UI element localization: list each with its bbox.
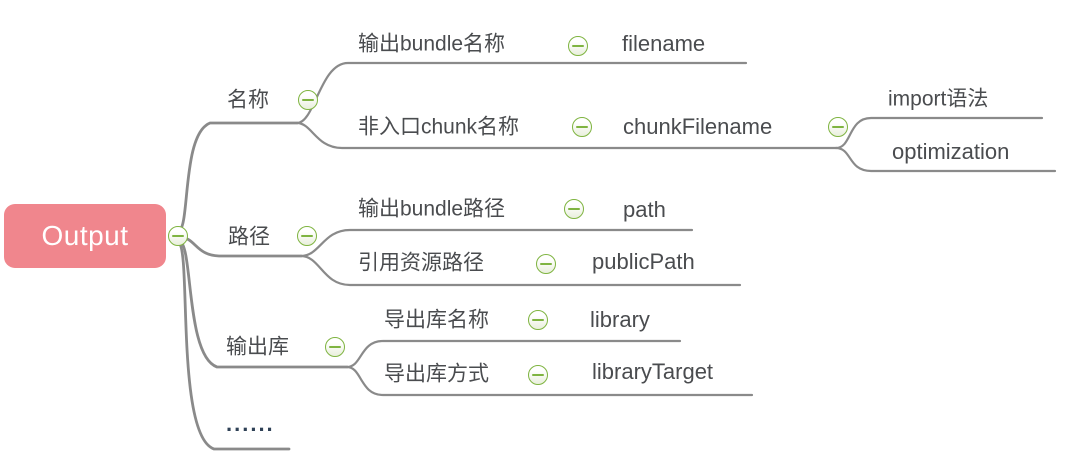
chunk-name-collapse-minus-icon[interactable] bbox=[572, 117, 592, 137]
topic-optimization[interactable]: optimization bbox=[892, 138, 1010, 164]
topic-ellipsis[interactable]: ...... bbox=[226, 410, 275, 436]
branch-curve-publicpath-row bbox=[299, 254, 742, 287]
branch-curve-ellipsis bbox=[177, 241, 291, 451]
topic-import-syntax[interactable]: import语法 bbox=[888, 87, 989, 111]
library-mode-collapse-minus-icon[interactable] bbox=[528, 365, 548, 385]
root-collapse-minus-icon[interactable] bbox=[168, 226, 188, 246]
paths-collapse-minus-icon[interactable] bbox=[297, 226, 317, 246]
root-node[interactable]: Output bbox=[4, 204, 166, 268]
topic-bundle-filename-label[interactable]: 输出bundle名称 bbox=[358, 32, 506, 56]
topic-library-value[interactable]: library bbox=[590, 306, 650, 332]
topic-path-value[interactable]: path bbox=[623, 196, 666, 222]
topic-names[interactable]: 名称 bbox=[227, 88, 269, 112]
topic-library-mode-label[interactable]: 导出库方式 bbox=[384, 362, 489, 386]
topic-asset-path-label[interactable]: 引用资源路径 bbox=[358, 251, 484, 275]
branch-curve-optimization bbox=[834, 146, 1057, 173]
branch-curve-librarytarget-row bbox=[345, 365, 754, 397]
topic-output-library[interactable]: 输出库 bbox=[226, 335, 289, 359]
topic-filename-value[interactable]: filename bbox=[622, 30, 706, 56]
topic-bundle-path-label[interactable]: 输出bundle路径 bbox=[358, 197, 506, 221]
asset-path-collapse-minus-icon[interactable] bbox=[536, 254, 556, 274]
topic-paths[interactable]: 路径 bbox=[228, 225, 270, 249]
topic-chunkfilename-value[interactable]: chunkFilename bbox=[623, 113, 773, 139]
branch-curve-names bbox=[177, 121, 299, 233]
branch-curve-library-row bbox=[345, 339, 682, 369]
topic-chunk-name-label[interactable]: 非入口chunk名称 bbox=[358, 115, 520, 139]
chunkfilename-collapse-minus-icon[interactable] bbox=[828, 117, 848, 137]
branch-curve-chunkfilename-row bbox=[295, 121, 838, 150]
branch-curve-import-syntax bbox=[834, 116, 1044, 150]
names-collapse-minus-icon[interactable] bbox=[298, 90, 318, 110]
root-node-label: Output bbox=[41, 220, 129, 251]
output-library-collapse-minus-icon[interactable] bbox=[325, 337, 345, 357]
bundle-path-collapse-minus-icon[interactable] bbox=[564, 199, 584, 219]
topic-library-name-label[interactable]: 导出库名称 bbox=[384, 308, 489, 332]
library-name-collapse-minus-icon[interactable] bbox=[528, 310, 548, 330]
branch-curve-path-row bbox=[299, 228, 694, 258]
branch-curve-output-library bbox=[178, 239, 349, 369]
bundle-filename-collapse-minus-icon[interactable] bbox=[568, 36, 588, 56]
topic-librarytarget-value[interactable]: libraryTarget bbox=[592, 358, 714, 384]
branch-curve-filename-row bbox=[295, 61, 748, 125]
topic-publicpath-value[interactable]: publicPath bbox=[592, 248, 695, 274]
